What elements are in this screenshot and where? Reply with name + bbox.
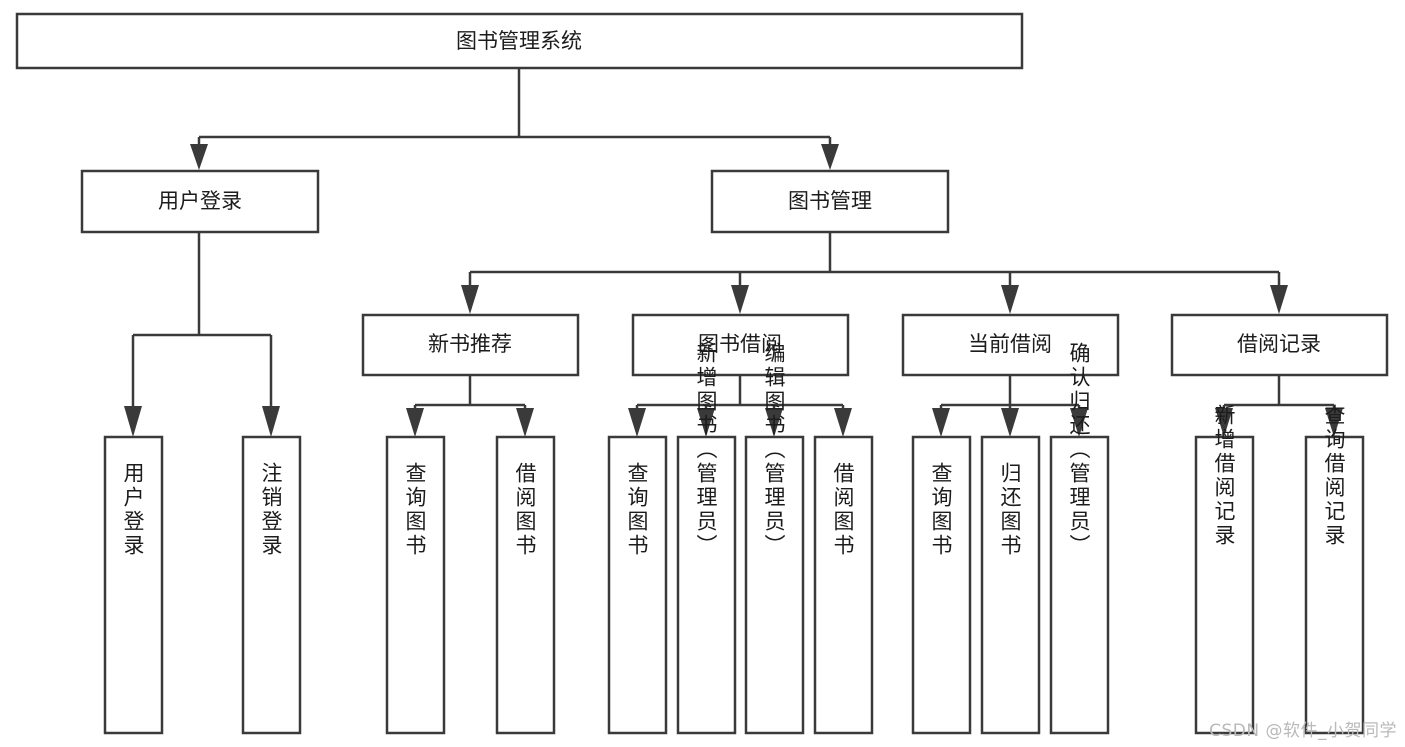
arrow-currentborrow-c2 bbox=[1001, 408, 1019, 437]
leaf-new-book-2-label: 借阅图书 bbox=[513, 462, 537, 558]
leaf-user-login-2[interactable]: 注销登录 bbox=[241, 435, 302, 735]
leaf-book-borrow-3-label: 编辑图书（管理员） bbox=[762, 342, 786, 558]
leaf-book-borrow-1-label: 查询图书 bbox=[625, 462, 649, 558]
leaf-user-login-1[interactable]: 用户登录 bbox=[103, 435, 164, 735]
arrow-userlogin-child1 bbox=[124, 406, 142, 437]
leaf-borrow-record-1-label: 新增借阅记录 bbox=[1212, 404, 1236, 548]
leaf-book-borrow-2[interactable]: 新增图书（管理员） bbox=[676, 342, 737, 735]
leaf-user-login-1-label: 用户登录 bbox=[121, 462, 145, 558]
leaf-current-borrow-1-box[interactable] bbox=[911, 435, 972, 735]
node-new-book-recommend[interactable]: 新书推荐 bbox=[361, 313, 580, 377]
leaf-current-borrow-1[interactable]: 查询图书 bbox=[911, 435, 972, 735]
leaf-user-login-2-box[interactable] bbox=[241, 435, 302, 735]
arrow-bookborrow-c4 bbox=[834, 408, 852, 437]
leaf-new-book-1-label: 查询图书 bbox=[403, 462, 427, 558]
leaf-current-borrow-3[interactable]: 确认归还（管理员） bbox=[1049, 342, 1110, 735]
leaf-book-borrow-1-box[interactable] bbox=[607, 435, 668, 735]
arrow-bookborrow-c2 bbox=[697, 408, 715, 437]
node-current-borrow-label: 当前借阅 bbox=[968, 332, 1052, 356]
leaf-borrow-record-2-label: 查询借阅记录 bbox=[1322, 404, 1346, 548]
arrow-bookmgmt-c2 bbox=[731, 285, 749, 314]
node-book-borrow-box[interactable] bbox=[631, 313, 850, 377]
node-book-management-label: 图书管理 bbox=[788, 189, 872, 213]
leaf-new-book-2[interactable]: 借阅图书 bbox=[495, 435, 556, 735]
node-borrow-record-box[interactable] bbox=[1170, 313, 1389, 377]
leaf-book-borrow-1[interactable]: 查询图书 bbox=[607, 435, 668, 735]
node-root-box[interactable] bbox=[15, 12, 1024, 70]
node-book-borrow[interactable]: 图书借阅 bbox=[631, 313, 850, 377]
arrow-currentborrow-c1 bbox=[932, 408, 950, 437]
leaf-current-borrow-2-label: 归还图书 bbox=[998, 462, 1022, 558]
connector-group-bookmgmt bbox=[461, 232, 1288, 314]
leaf-borrow-record-1[interactable]: 新增借阅记录 bbox=[1194, 404, 1255, 735]
node-current-borrow[interactable]: 当前借阅 bbox=[901, 313, 1120, 377]
leaf-book-borrow-3-box[interactable] bbox=[744, 435, 805, 735]
leaf-book-borrow-2-box[interactable] bbox=[676, 435, 737, 735]
leaf-borrow-record-1-box[interactable] bbox=[1194, 435, 1255, 735]
leaf-book-borrow-4[interactable]: 借阅图书 bbox=[813, 435, 874, 735]
arrow-currentborrow-c3 bbox=[1070, 408, 1088, 437]
leaf-book-borrow-2-label: 新增图书（管理员） bbox=[694, 342, 718, 558]
connector-group-currentborrow bbox=[932, 375, 1088, 437]
leaf-borrow-record-2[interactable]: 查询借阅记录 bbox=[1304, 404, 1365, 735]
arrow-bookborrow-c3 bbox=[765, 408, 783, 437]
node-user-login-box[interactable] bbox=[80, 169, 320, 234]
node-new-book-recommend-box[interactable] bbox=[361, 313, 580, 377]
arrow-newbook-c1 bbox=[406, 408, 424, 437]
node-book-management[interactable]: 图书管理 bbox=[710, 169, 950, 234]
arrow-borrowrecord-c2 bbox=[1325, 408, 1343, 437]
node-borrow-record[interactable]: 借阅记录 bbox=[1170, 313, 1389, 377]
connector-group-userlogin bbox=[124, 232, 280, 437]
node-root[interactable]: 图书管理系统 bbox=[15, 12, 1024, 70]
leaf-book-borrow-4-label: 借阅图书 bbox=[831, 462, 855, 558]
arrow-borrowrecord-c1 bbox=[1215, 408, 1233, 437]
node-new-book-recommend-label: 新书推荐 bbox=[428, 332, 512, 356]
csdn-watermark: CSDN @软件_小贺同学 bbox=[1209, 721, 1397, 741]
arrow-newbook-c2 bbox=[516, 408, 534, 437]
leaf-new-book-1-box[interactable] bbox=[385, 435, 446, 735]
connector-group-root bbox=[190, 68, 839, 170]
leaf-user-login-2-label: 注销登录 bbox=[259, 462, 283, 558]
leaf-current-borrow-3-label: 确认归还（管理员） bbox=[1067, 342, 1091, 558]
leaf-current-borrow-2-box[interactable] bbox=[980, 435, 1041, 735]
arrow-root-to-userlogin bbox=[190, 144, 208, 170]
leaf-book-borrow-3[interactable]: 编辑图书（管理员） bbox=[744, 342, 805, 735]
arrow-root-to-bookmgmt bbox=[821, 144, 839, 170]
node-user-login[interactable]: 用户登录 bbox=[80, 169, 320, 234]
leaf-current-borrow-2[interactable]: 归还图书 bbox=[980, 435, 1041, 735]
node-book-borrow-label: 图书借阅 bbox=[698, 332, 782, 356]
arrow-bookmgmt-c4 bbox=[1270, 285, 1288, 314]
node-current-borrow-box[interactable] bbox=[901, 313, 1120, 377]
node-root-label: 图书管理系统 bbox=[456, 29, 582, 53]
leaf-new-book-2-box[interactable] bbox=[495, 435, 556, 735]
leaf-new-book-1[interactable]: 查询图书 bbox=[385, 435, 446, 735]
arrow-bookmgmt-c1 bbox=[461, 285, 479, 314]
leaf-current-borrow-1-label: 查询图书 bbox=[929, 462, 953, 558]
connector-group-newbook bbox=[406, 375, 534, 437]
connector-group-bookborrow bbox=[628, 375, 852, 437]
leaf-book-borrow-4-box[interactable] bbox=[813, 435, 874, 735]
arrow-bookborrow-c1 bbox=[628, 408, 646, 437]
arrow-bookmgmt-c3 bbox=[1001, 285, 1019, 314]
node-user-login-label: 用户登录 bbox=[158, 189, 242, 213]
connector-group-borrowrecord bbox=[1215, 375, 1343, 437]
leaf-user-login-1-box[interactable] bbox=[103, 435, 164, 735]
leaf-current-borrow-3-box[interactable] bbox=[1049, 435, 1110, 735]
arrow-userlogin-child2 bbox=[262, 406, 280, 437]
node-book-management-box[interactable] bbox=[710, 169, 950, 234]
leaf-borrow-record-2-box[interactable] bbox=[1304, 435, 1365, 735]
node-borrow-record-label: 借阅记录 bbox=[1237, 332, 1321, 356]
